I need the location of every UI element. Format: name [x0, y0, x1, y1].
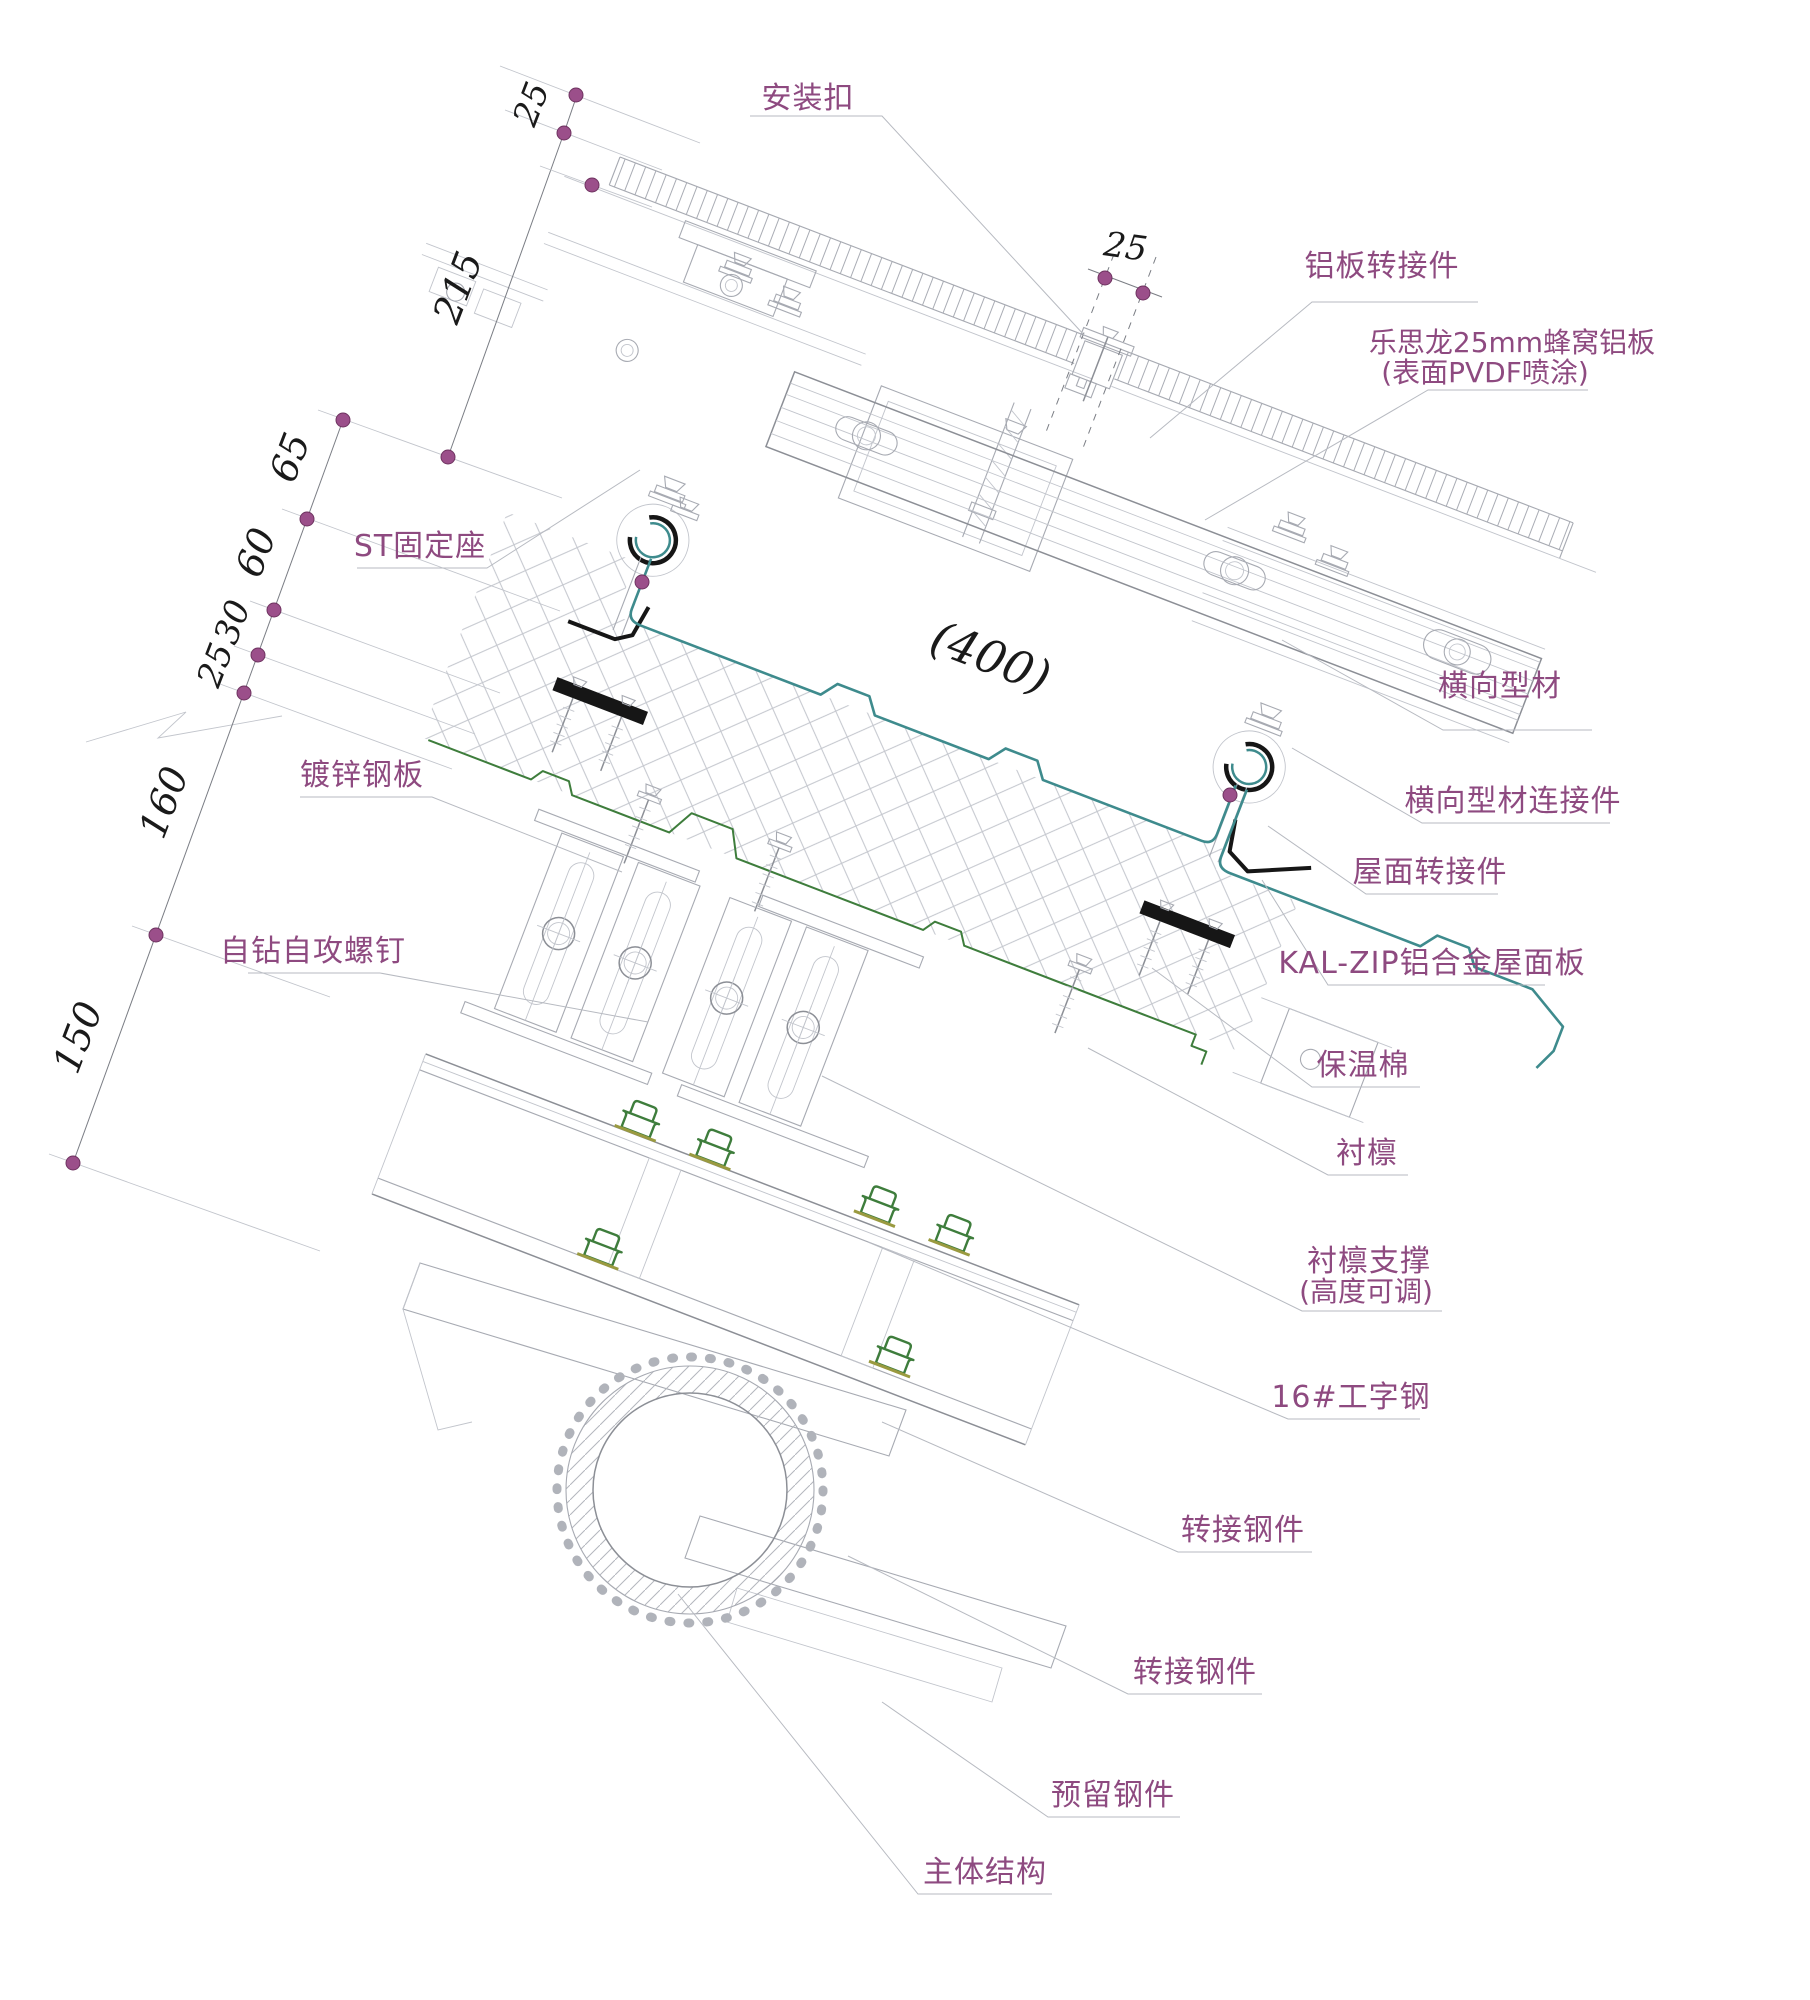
label-liner-purlin: 衬檩	[1336, 1136, 1398, 1171]
green-bolt	[576, 1227, 623, 1271]
dimension-dots	[65, 87, 1238, 1171]
label-i-beam: 16#工字钢	[1271, 1380, 1430, 1415]
honeycomb-panel-strip	[564, 156, 1597, 573]
label-purlin-support-1: 衬檩支撑	[1307, 1244, 1431, 1279]
kalzip-sheet-line	[629, 558, 1565, 1069]
pipe-knurled-rim	[552, 1352, 828, 1628]
label-main-structure: 主体结构	[923, 1855, 1047, 1890]
label-alu-panel-adapter: 铝板转接件	[1305, 249, 1460, 284]
label-purlin-support-2: (高度可调)	[1299, 1275, 1433, 1308]
dim-30: 30	[206, 595, 259, 650]
alu-adapter-plate	[837, 385, 1074, 573]
label-st-fixing-seat: ST固定座	[354, 529, 486, 564]
label-transverse-connector: 横向型材连接件	[1405, 784, 1622, 819]
i-beam	[371, 1053, 1080, 1446]
liner-screws	[621, 783, 1094, 1034]
label-self-drilling-screw: 自钻自攻螺钉	[220, 934, 406, 969]
adapter-steel-plates	[402, 1262, 1067, 1703]
standing-seam-right	[1208, 702, 1286, 863]
break-mark	[85, 711, 283, 743]
green-bolt	[688, 1128, 735, 1172]
dim-65: 65	[261, 427, 319, 488]
dim-60: 60	[227, 522, 285, 583]
callout-labels: 安装扣 铝板转接件 乐思龙25mm蜂窝铝板 (表面PVDF喷涂) 横向型材 横向…	[220, 81, 1655, 1890]
purlin-supports	[460, 808, 925, 1169]
transverse-connector-cluster	[1191, 511, 1546, 1123]
label-kalzip: KAL-ZIP铝合金屋面板	[1278, 946, 1585, 981]
green-bolts	[576, 1099, 975, 1379]
label-honeycomb-line2: (表面PVDF喷涂)	[1381, 356, 1589, 389]
dim-215: 215	[424, 246, 491, 330]
liner-sheet-line	[427, 739, 1208, 1065]
battens-and-screws	[550, 676, 1236, 995]
leader-lines	[248, 115, 1610, 1895]
green-bolt	[868, 1335, 915, 1379]
install-clip-joint	[1064, 325, 1135, 402]
sub-frame-profiles-left	[421, 220, 866, 366]
seam-hook-left	[567, 606, 651, 642]
dim-150: 150	[44, 996, 111, 1079]
label-reserved-steel: 预留钢件	[1051, 1778, 1175, 1813]
insulation-hatch	[420, 512, 1299, 1052]
green-bolt	[614, 1099, 661, 1143]
label-adapter-steel-lower: 转接钢件	[1133, 1655, 1257, 1690]
label-roof-adapter: 屋面转接件	[1353, 855, 1508, 890]
label-insulation: 保温棉	[1317, 1048, 1410, 1083]
dim-span-400: (400)	[923, 610, 1058, 705]
label-honeycomb-line1: 乐思龙25mm蜂窝铝板	[1369, 326, 1655, 359]
support-bolts	[536, 911, 825, 1050]
green-bolt	[928, 1213, 975, 1257]
sloped-assembly	[371, 156, 1597, 1446]
main-structure-pipe	[552, 1352, 828, 1628]
label-transverse-profile: 横向型材	[1438, 669, 1562, 704]
dim-160: 160	[130, 761, 197, 844]
label-install-clip: 安装扣	[762, 81, 855, 116]
dim-gap-25: 25	[1100, 224, 1149, 270]
green-bolt	[853, 1185, 900, 1228]
support-plate-group	[493, 832, 869, 1127]
transverse-profile	[764, 370, 1543, 735]
label-adapter-steel-upper: 转接钢件	[1181, 1513, 1305, 1548]
seam-hook-right	[1227, 819, 1312, 874]
label-galvanized-sheet: 镀锌钢板	[300, 758, 424, 793]
